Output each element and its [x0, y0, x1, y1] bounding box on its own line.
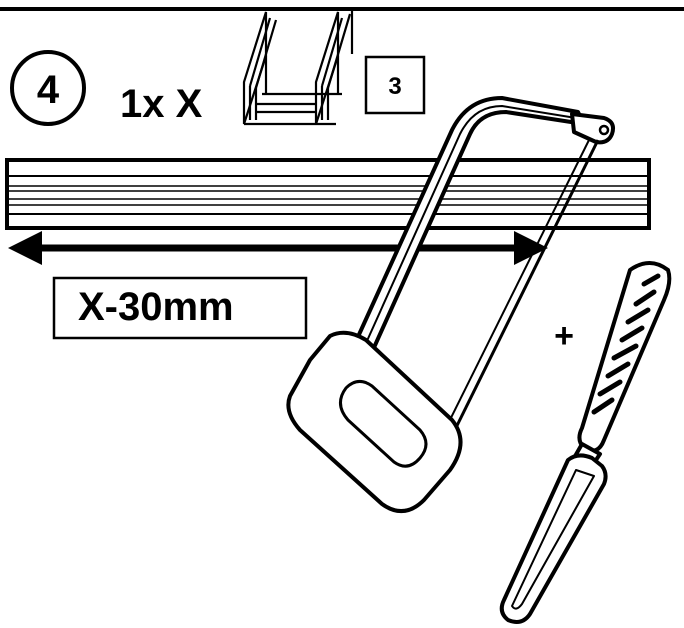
measurement-label-box: X-30mm — [52, 276, 308, 340]
part-number-box: 3 — [364, 55, 426, 115]
hacksaw-icon — [286, 96, 615, 513]
double-arrow-icon — [8, 231, 548, 265]
profile-section-icon — [242, 10, 354, 126]
file-tool-icon — [499, 261, 672, 624]
measurement-label: X-30mm — [78, 285, 234, 329]
step-number-badge: 4 — [10, 50, 86, 126]
plus-sign: + — [554, 317, 574, 355]
part-number: 3 — [388, 73, 401, 100]
step-number: 4 — [37, 68, 60, 112]
profile-bar — [5, 158, 651, 230]
quantity-text: 1x X — [120, 82, 203, 126]
